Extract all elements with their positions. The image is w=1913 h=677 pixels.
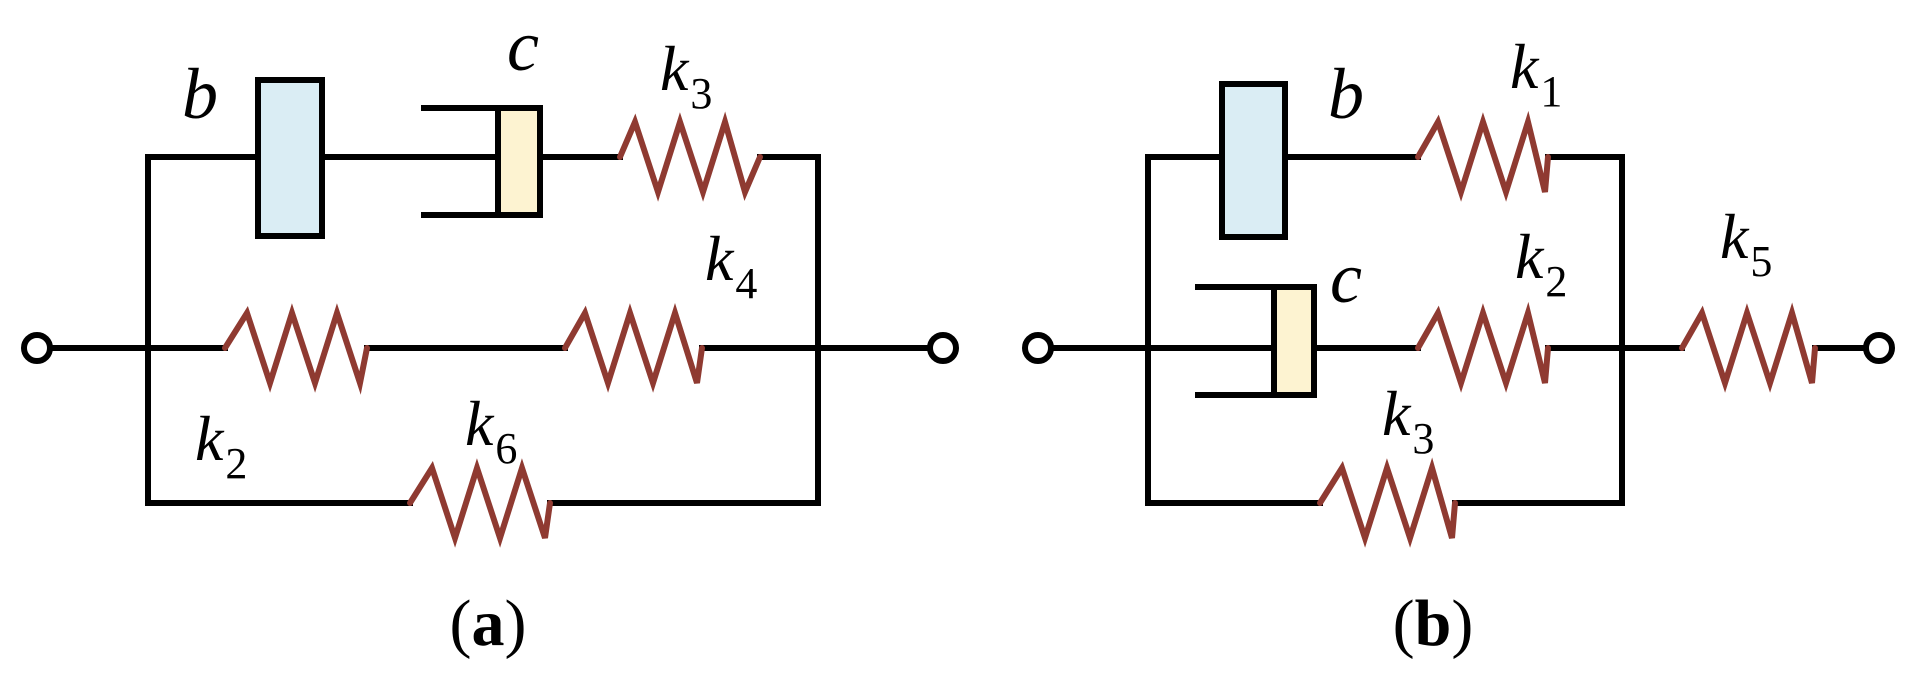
panel-a-spring-k3: [617, 111, 763, 202]
panel-a-label-k4: k4: [705, 223, 757, 308]
panel-b-caption: (b): [1393, 587, 1474, 660]
panel-b-label-k5: k5: [1720, 201, 1772, 286]
panel-a-wires: [41, 154, 933, 506]
panel-b-inerter: [1219, 81, 1288, 240]
panel-a-label-k2: k2: [195, 403, 247, 488]
panel-a-caption-open: (: [450, 587, 472, 660]
panel-b-caption-open: (: [1393, 587, 1415, 660]
panel-a-damper: [421, 105, 543, 218]
panel-b-label-c: c: [1330, 238, 1362, 318]
panel-a-label-k2-var: k: [195, 403, 225, 474]
panel-a-label-k2-sub: 2: [225, 439, 247, 488]
panel-b-damper: [1195, 284, 1317, 398]
panel-a-label-b: b: [182, 54, 218, 134]
panel-a-right-terminal: [927, 332, 959, 364]
panel-a-label-k4-sub: 4: [735, 259, 757, 308]
panel-b-left-terminal: [1022, 332, 1054, 364]
panel-b: b c k1 k2 k3 k5 (b): [1022, 31, 1895, 660]
panel-b-spring-k3: [1317, 457, 1458, 548]
panel-a-label-k6: k6: [465, 388, 517, 473]
panel-a-spring-k4: [562, 302, 705, 393]
panel-b-label-k5-var: k: [1720, 201, 1750, 272]
panel-b-wires: [1047, 154, 1869, 506]
panel-a-label-k4-var: k: [705, 223, 735, 294]
panel-a-spring-k2: [222, 303, 370, 395]
panel-a-label-k3-var: k: [660, 33, 690, 104]
panel-b-label-k5-sub: 5: [1750, 237, 1772, 286]
panel-a-label-k3: k3: [660, 33, 712, 118]
panel-b-label-k3-sub: 3: [1412, 414, 1434, 463]
panel-a-inerter: [255, 77, 325, 239]
panel-b-spring-k2: [1415, 301, 1551, 393]
panel-b-label-b: b: [1328, 54, 1364, 134]
panel-b-label-k1-var: k: [1510, 31, 1540, 102]
panel-b-label-k3-var: k: [1382, 378, 1412, 449]
panel-b-right-terminal: [1863, 332, 1895, 364]
panel-a-label-c: c: [507, 6, 539, 86]
panel-b-caption-letter: b: [1415, 587, 1452, 660]
panel-b-caption-close: ): [1451, 587, 1473, 660]
panel-b-label-k3: k3: [1382, 378, 1434, 463]
panel-a-label-k3-sub: 3: [690, 69, 712, 118]
panel-b-spring-k5: [1679, 302, 1818, 393]
panel-b-label-k2-sub: 2: [1545, 257, 1567, 306]
panel-b-spring-k1: [1415, 110, 1551, 202]
panel-b-label-k2: k2: [1515, 221, 1567, 306]
panel-b-label-k1-sub: 1: [1540, 67, 1562, 116]
panel-a: b c k3 k4 k2 k6 (a): [21, 6, 959, 660]
panel-b-label-k1: k1: [1510, 31, 1562, 116]
panel-a-label-k6-var: k: [465, 388, 495, 459]
panel-a-spring-k6: [407, 458, 553, 548]
panel-a-caption-letter: a: [472, 587, 505, 660]
panel-a-caption-close: ): [505, 587, 527, 660]
panel-a-caption: (a): [450, 587, 527, 660]
panel-a-left-terminal: [21, 332, 53, 364]
panel-a-label-k6-sub: 6: [495, 424, 517, 473]
panel-b-label-k2-var: k: [1515, 221, 1545, 292]
